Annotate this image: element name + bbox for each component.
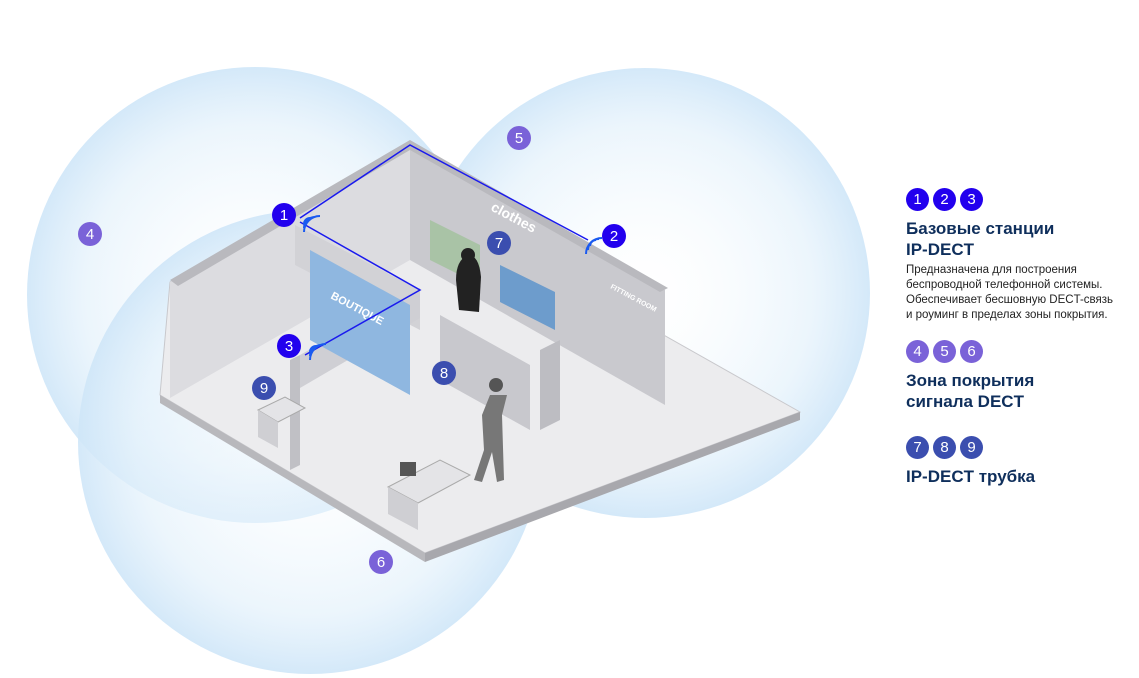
marker-handset-7: 7 bbox=[487, 231, 511, 255]
person-woman-dark bbox=[456, 255, 481, 312]
svg-text:8: 8 bbox=[440, 365, 448, 382]
person-woman-light bbox=[474, 395, 507, 482]
legend-title: сигнала DECT bbox=[906, 392, 1024, 411]
badge-3: 3 bbox=[960, 188, 983, 211]
back-wall-right bbox=[410, 143, 665, 405]
marker-coverage-4: 4 bbox=[78, 222, 102, 246]
monitor bbox=[400, 462, 416, 476]
svg-text:7: 7 bbox=[495, 235, 503, 252]
legend-title: IP-DECT bbox=[906, 240, 974, 259]
legend: 1 2 3 Базовые станции IP-DECT Предназнач… bbox=[906, 188, 1139, 504]
legend-coverage: 4 5 6 Зона покрытия сигнала DECT bbox=[906, 340, 1139, 412]
badge-4: 4 bbox=[906, 340, 929, 363]
badge-9: 9 bbox=[960, 436, 983, 459]
badge-1: 1 bbox=[906, 188, 929, 211]
legend-description: Предназначена для построения беспроводно… bbox=[906, 264, 1114, 321]
svg-text:1: 1 bbox=[280, 207, 288, 224]
partition-4 bbox=[540, 340, 560, 430]
legend-base-stations: 1 2 3 Базовые станции IP-DECT Предназнач… bbox=[906, 188, 1139, 323]
floor-edge-right bbox=[425, 412, 800, 562]
legend-handsets: 7 8 9 IP-DECT трубка bbox=[906, 436, 1139, 487]
signal-icon-2 bbox=[585, 237, 603, 255]
counter-1 bbox=[386, 459, 472, 504]
back-wall-left bbox=[170, 143, 410, 398]
person-woman-light-head bbox=[489, 378, 503, 392]
badge-6: 6 bbox=[960, 340, 983, 363]
badge-7: 7 bbox=[906, 436, 929, 459]
legend-title: IP-DECT трубка bbox=[906, 467, 1036, 486]
svg-text:2: 2 bbox=[610, 228, 618, 245]
badge-5: 5 bbox=[933, 340, 956, 363]
badge-8: 8 bbox=[933, 436, 956, 459]
boutique-wall bbox=[310, 250, 410, 395]
marker-coverage-6: 6 bbox=[369, 550, 393, 574]
svg-text:5: 5 bbox=[515, 130, 523, 147]
floor-edge bbox=[160, 395, 425, 562]
marker-base-station-3: 3 bbox=[277, 334, 301, 358]
counter-2 bbox=[256, 396, 307, 423]
marker-handset-8: 8 bbox=[432, 361, 456, 385]
clothes-rack-2 bbox=[500, 265, 555, 330]
counter-2-front bbox=[258, 410, 278, 448]
signal-icon-1 bbox=[303, 215, 321, 233]
marker-coverage-5: 5 bbox=[507, 126, 531, 150]
marker-handset-9: 9 bbox=[252, 376, 276, 400]
person-woman-head bbox=[461, 248, 475, 262]
badge-2: 2 bbox=[933, 188, 956, 211]
svg-text:3: 3 bbox=[285, 338, 293, 355]
counter-1-front bbox=[388, 487, 418, 530]
legend-title: Зона покрытия bbox=[906, 371, 1035, 390]
svg-text:6: 6 bbox=[377, 554, 385, 571]
svg-text:4: 4 bbox=[86, 226, 94, 243]
boutique-wall-2 bbox=[440, 315, 530, 430]
marker-base-station-2: 2 bbox=[602, 224, 626, 248]
signal-icon-3 bbox=[309, 343, 327, 361]
svg-text:9: 9 bbox=[260, 380, 268, 397]
ethernet-cable bbox=[299, 144, 589, 241]
marker-base-station-1: 1 bbox=[272, 203, 296, 227]
legend-title: Базовые станции bbox=[906, 219, 1055, 238]
ethernet-cable-2 bbox=[299, 221, 422, 356]
